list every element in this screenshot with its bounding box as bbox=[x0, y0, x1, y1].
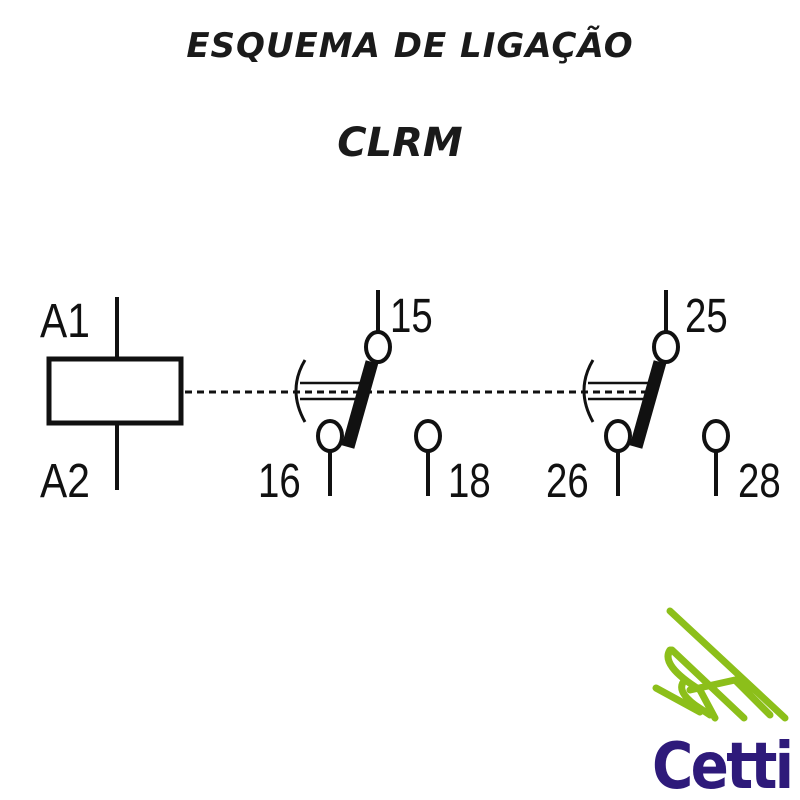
terminal-15 bbox=[364, 330, 392, 364]
terminal-label-25: 25 bbox=[685, 290, 728, 343]
changeover-contact-2: 25 26 28 bbox=[546, 290, 781, 508]
logo-wordmark: Cetti bbox=[652, 730, 791, 800]
changeover-contact-1: 15 16 18 bbox=[258, 290, 491, 508]
terminal-label-26: 26 bbox=[546, 455, 589, 508]
terminal-16 bbox=[316, 419, 344, 453]
switch-blade bbox=[341, 360, 379, 449]
actuator-arc bbox=[294, 359, 307, 423]
terminal-26 bbox=[604, 419, 632, 453]
terminal-label-18: 18 bbox=[448, 455, 491, 508]
logo-scribble-mark bbox=[652, 607, 789, 722]
terminal-label-16: 16 bbox=[258, 455, 301, 508]
page-title: ESQUEMA DE LIGAÇÃO bbox=[186, 25, 633, 66]
coil-body bbox=[46, 356, 184, 426]
terminal-25 bbox=[652, 330, 680, 364]
actuator-arc bbox=[582, 359, 595, 423]
terminal-label-15: 15 bbox=[390, 290, 433, 343]
terminal-18 bbox=[414, 419, 442, 453]
terminal-28 bbox=[702, 419, 730, 453]
terminal-label-a1: A1 bbox=[40, 295, 90, 348]
switch-blade bbox=[629, 360, 667, 449]
relay-coil: A1 A2 bbox=[40, 295, 184, 508]
terminal-label-28: 28 bbox=[738, 455, 781, 508]
model-name: CLRM bbox=[337, 120, 462, 166]
terminal-label-a2: A2 bbox=[40, 455, 90, 508]
cetti-logo: Cetti bbox=[652, 607, 794, 800]
